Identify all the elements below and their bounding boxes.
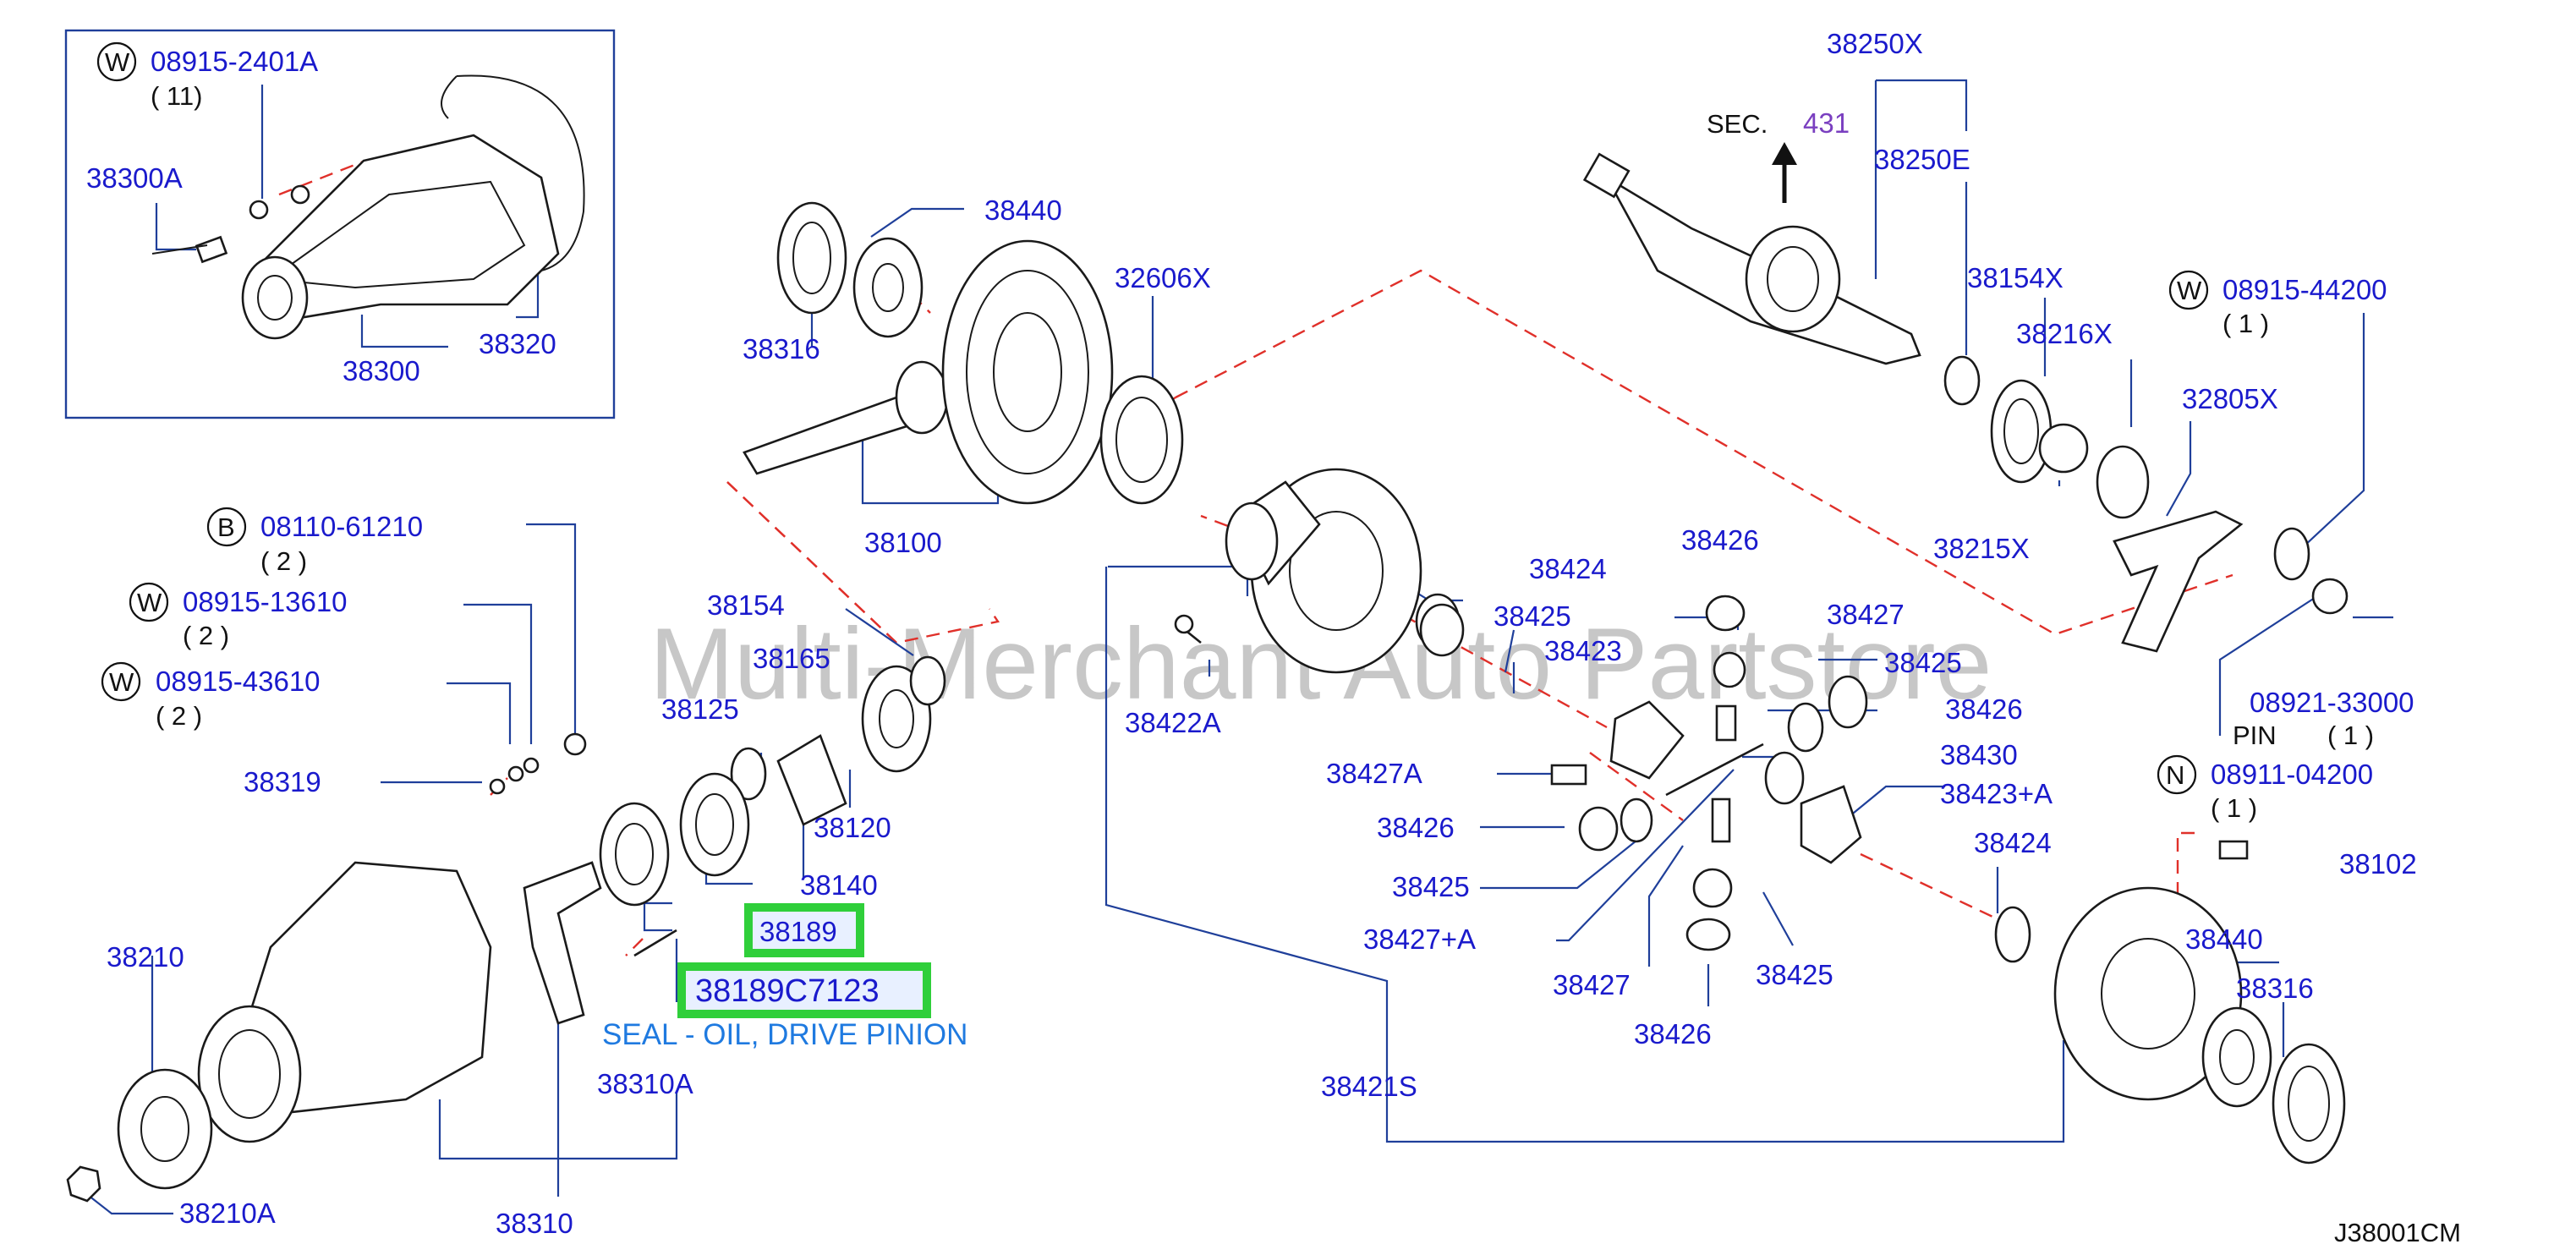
part-label: 38422A bbox=[1125, 707, 1221, 738]
part-label: 38425 bbox=[1756, 959, 1833, 990]
fastener-code-w-2: W 08915-13610 ( 2 ) bbox=[129, 582, 348, 650]
part-label: 38154X bbox=[1967, 262, 2064, 293]
highlight-part-number[interactable]: 38189 bbox=[759, 916, 837, 947]
part-label: 38425 bbox=[1392, 871, 1470, 902]
svg-text:W: W bbox=[105, 47, 130, 77]
svg-text:( 1 ): ( 1 ) bbox=[2222, 309, 2269, 338]
part-label: 38300A bbox=[86, 162, 183, 194]
part-labels: 38300A 38300 38320 38316 38440 38100 326… bbox=[86, 28, 2417, 1239]
part-label: 38425 bbox=[1494, 600, 1571, 632]
part-label: 38210A bbox=[179, 1197, 276, 1229]
part-label: 38154 bbox=[707, 589, 785, 621]
part-label: 38430 bbox=[1940, 739, 2018, 770]
part-label: 38215X bbox=[1933, 533, 2030, 564]
highlight-full-part-number[interactable]: 38189C7123 bbox=[695, 973, 880, 1009]
svg-text:PIN: PIN bbox=[2233, 721, 2277, 750]
svg-text:W: W bbox=[2177, 276, 2202, 305]
part-label: 38427+A bbox=[1363, 923, 1476, 955]
part-label: 38423+A bbox=[1940, 778, 2053, 809]
part-label: 38250X bbox=[1827, 28, 1923, 59]
highlight-box-part-number[interactable] bbox=[744, 903, 864, 957]
part-label: 38426 bbox=[1681, 524, 1759, 556]
svg-text:( 2 ): ( 2 ) bbox=[156, 701, 202, 731]
part-label: 38421S bbox=[1321, 1071, 1417, 1102]
svg-text:08915-2401A: 08915-2401A bbox=[151, 46, 318, 77]
part-label: 38424 bbox=[1974, 827, 2052, 858]
part-label: 38310 bbox=[496, 1208, 573, 1239]
part-label: 38427 bbox=[1553, 969, 1631, 1000]
svg-text:W: W bbox=[137, 588, 162, 617]
part-label: 38120 bbox=[814, 812, 891, 843]
svg-text:08915-13610: 08915-13610 bbox=[183, 586, 348, 617]
parts-art bbox=[66, 74, 2349, 1203]
fastener-code-n: N 08911-04200 ( 1 ) bbox=[2157, 754, 2373, 823]
sec-label: SEC. bbox=[1707, 109, 1768, 139]
part-label: 38424 bbox=[1529, 553, 1607, 584]
part-label: 38165 bbox=[753, 643, 830, 674]
highlighted-part[interactable]: 38189 38189C7123 SEAL - OIL, DRIVE PINIO… bbox=[602, 903, 967, 1051]
part-label: 38427 bbox=[1827, 599, 1905, 630]
svg-text:08110-61210: 08110-61210 bbox=[260, 511, 423, 542]
part-label: 38426 bbox=[1377, 812, 1455, 843]
part-label: 38250E bbox=[1874, 144, 1970, 175]
part-label: 38210 bbox=[107, 941, 184, 973]
part-label: 38319 bbox=[244, 766, 321, 797]
svg-text:( 2 ): ( 2 ) bbox=[183, 621, 229, 650]
part-label: 38423 bbox=[1544, 635, 1622, 666]
sec-arrow bbox=[1772, 142, 1797, 203]
part-label: 38427A bbox=[1326, 758, 1422, 789]
svg-text:W: W bbox=[109, 667, 134, 697]
svg-text:08915-44200: 08915-44200 bbox=[2222, 274, 2387, 305]
diagram-code: J38001CM bbox=[2334, 1218, 2461, 1247]
highlight-box-full-number[interactable] bbox=[677, 962, 931, 1018]
part-label: 38440 bbox=[984, 195, 1062, 226]
svg-text:08911-04200: 08911-04200 bbox=[2211, 759, 2373, 790]
svg-text:N: N bbox=[2166, 760, 2184, 790]
svg-text:( 2 ): ( 2 ) bbox=[260, 546, 307, 576]
highlight-description: SEAL - OIL, DRIVE PINION bbox=[602, 1018, 967, 1051]
part-label: 38102 bbox=[2339, 848, 2417, 880]
part-label: 38440 bbox=[2185, 923, 2263, 955]
fastener-code-w-3: W 08915-43610 ( 2 ) bbox=[101, 661, 321, 731]
part-label: 38100 bbox=[864, 527, 942, 558]
fastener-code-w-1: W 08915-2401A ( 11) bbox=[96, 41, 318, 111]
part-label: 38425 bbox=[1884, 647, 1962, 678]
part-label: 38320 bbox=[479, 328, 556, 359]
sec-number: 431 bbox=[1803, 107, 1850, 139]
pin-code: 08921-33000 PIN ( 1 ) bbox=[2233, 687, 2414, 750]
fastener-code-b: B 08110-61210 ( 2 ) bbox=[206, 507, 423, 576]
svg-text:B: B bbox=[217, 512, 235, 542]
part-label: 38316 bbox=[2236, 973, 2314, 1004]
part-label: 38300 bbox=[343, 355, 420, 386]
part-label: 38426 bbox=[1634, 1018, 1712, 1049]
part-label: 32805X bbox=[2182, 383, 2278, 414]
fastener-code-w-4: W 08915-44200 ( 1 ) bbox=[2168, 270, 2387, 338]
svg-text:( 1 ): ( 1 ) bbox=[2327, 721, 2374, 750]
part-label: 38140 bbox=[800, 869, 878, 901]
part-label: 38125 bbox=[661, 693, 739, 725]
svg-text:( 11): ( 11) bbox=[151, 81, 202, 111]
part-label: 38216X bbox=[2016, 318, 2113, 349]
part-label: 38316 bbox=[743, 333, 820, 364]
part-label: 32606X bbox=[1115, 262, 1211, 293]
svg-text:08915-43610: 08915-43610 bbox=[156, 666, 321, 697]
svg-text:( 1 ): ( 1 ) bbox=[2211, 793, 2257, 823]
part-label: 38310A bbox=[597, 1068, 693, 1099]
inset-box bbox=[64, 29, 616, 419]
part-label: 38426 bbox=[1945, 693, 2023, 725]
svg-text:08921-33000: 08921-33000 bbox=[2250, 687, 2414, 718]
